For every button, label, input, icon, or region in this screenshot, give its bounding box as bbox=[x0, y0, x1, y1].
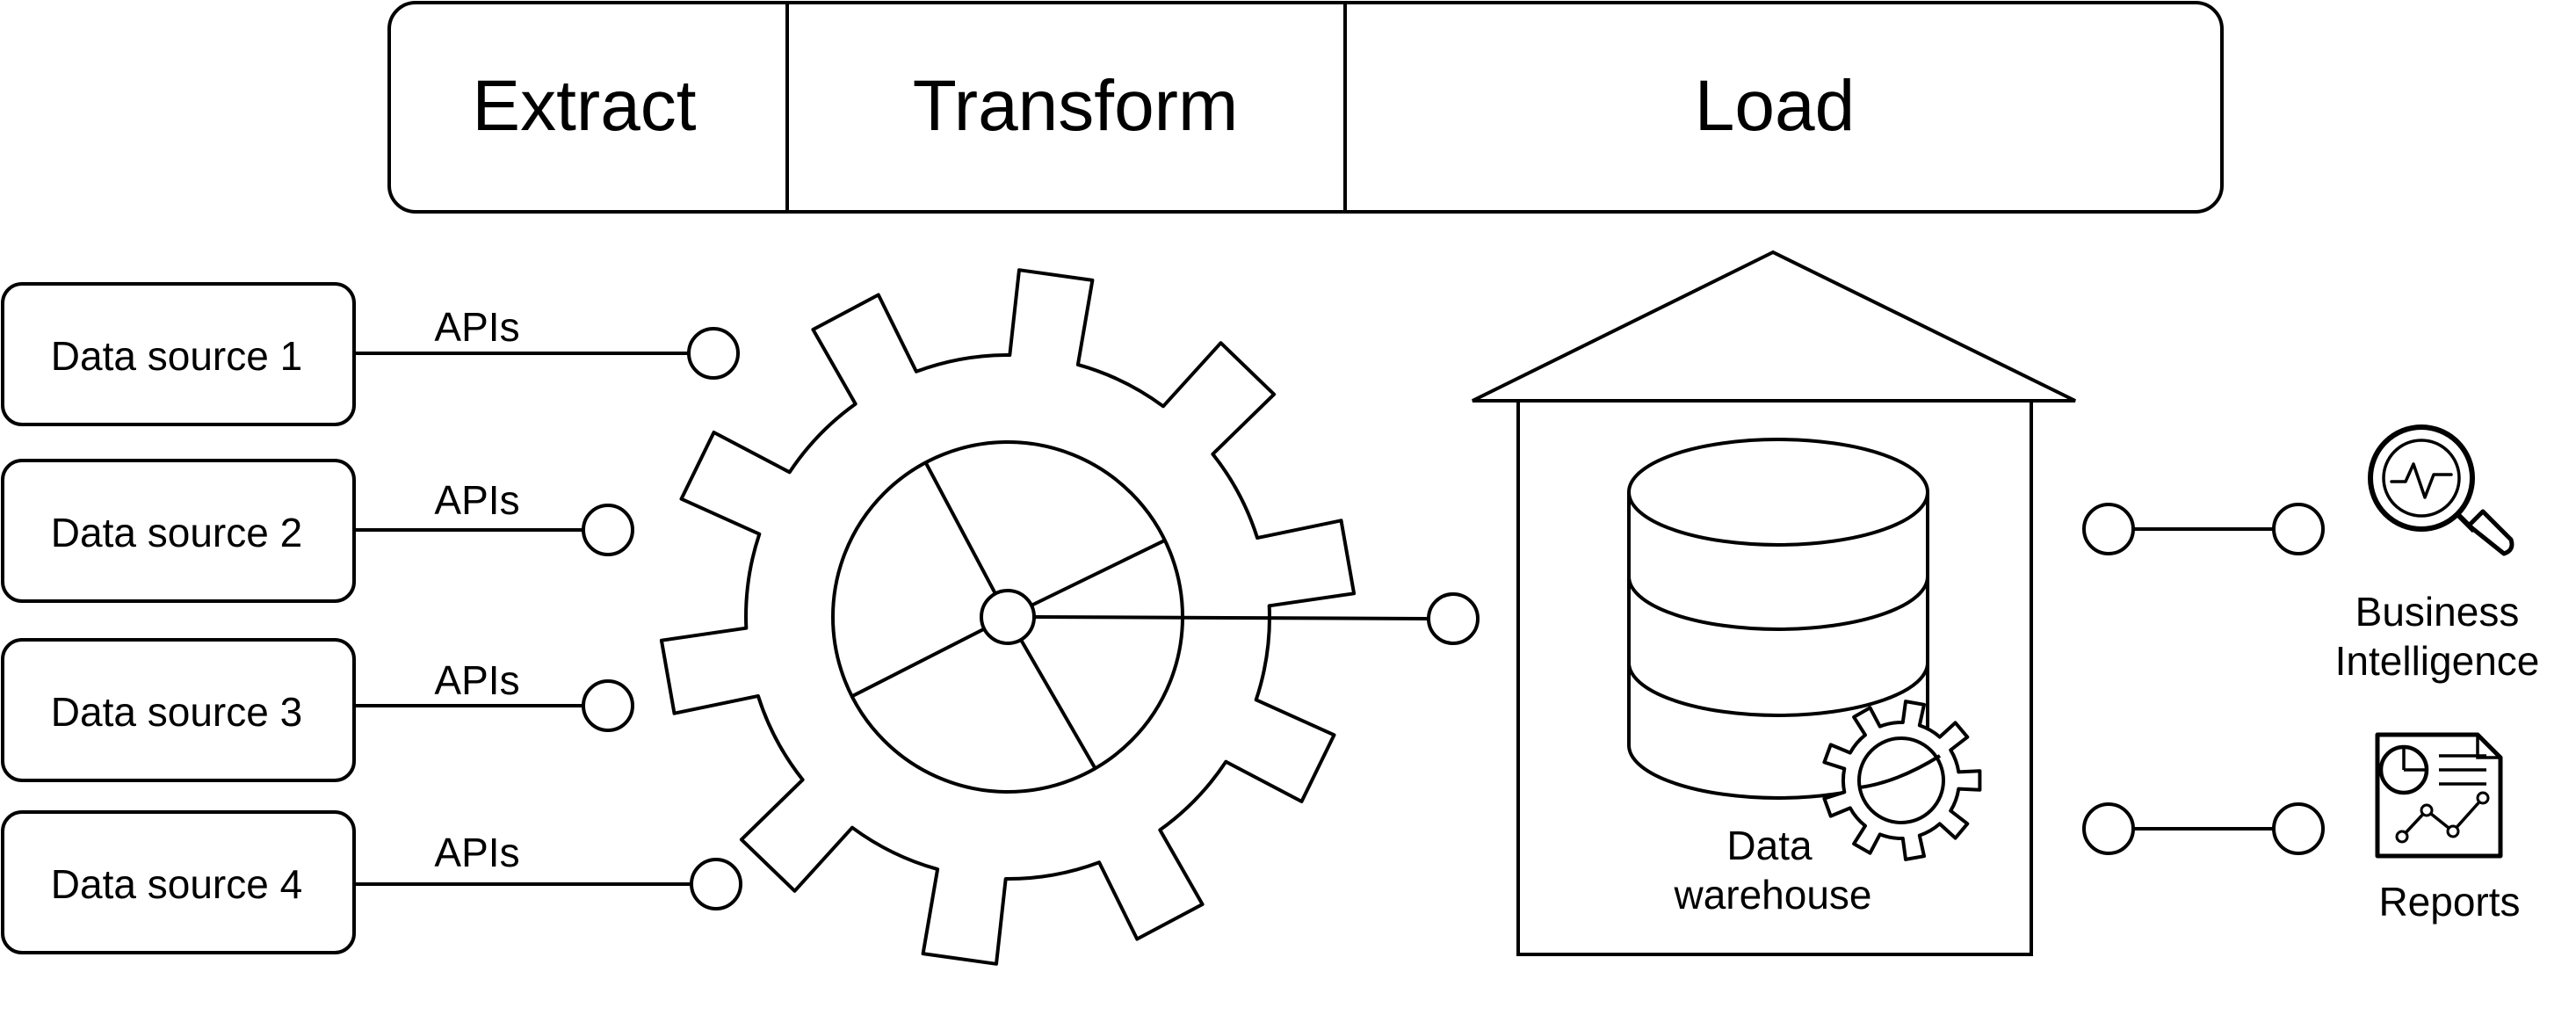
source-4: Data source 4 APIs bbox=[1, 810, 742, 954]
pie-slice bbox=[2402, 747, 2427, 772]
header-extract: Extract bbox=[472, 66, 696, 146]
warehouse-label-line1: Data bbox=[1726, 823, 1813, 868]
db-top bbox=[1627, 438, 1929, 547]
connector-node bbox=[687, 327, 740, 380]
source-label: Data source 3 bbox=[51, 689, 302, 735]
reports-label: Reports bbox=[2378, 879, 2520, 925]
trend-line bbox=[2400, 796, 2485, 838]
api-label: APIs bbox=[434, 657, 519, 703]
gear-hub bbox=[980, 589, 1036, 645]
source-1: Data source 1 APIs bbox=[1, 282, 740, 426]
handle bbox=[2466, 509, 2514, 556]
document bbox=[2375, 732, 2503, 859]
small-gear-line bbox=[1859, 754, 1942, 789]
api-label: APIs bbox=[434, 830, 519, 875]
db-band-2 bbox=[1627, 662, 1929, 717]
bi-label-line2: Intelligence bbox=[2335, 638, 2540, 684]
source-3: Data source 3 APIs bbox=[1, 638, 634, 782]
connector-node bbox=[2082, 503, 2135, 555]
small-gear-ring bbox=[1857, 736, 1945, 824]
connector-node bbox=[690, 858, 742, 910]
source-2: Data source 2 APIs bbox=[1, 459, 634, 603]
header-load: Load bbox=[1695, 66, 1855, 146]
gear-spokes bbox=[850, 461, 1166, 770]
transform-to-load-line bbox=[1033, 615, 1429, 620]
connector-node bbox=[2082, 802, 2135, 855]
trend-point bbox=[2476, 791, 2490, 805]
pulse-line bbox=[2390, 462, 2453, 499]
source-label: Data source 4 bbox=[51, 861, 302, 907]
trend-point bbox=[2395, 830, 2409, 844]
connector-node bbox=[2272, 503, 2325, 555]
source-label: Data source 1 bbox=[51, 333, 302, 379]
etl-header: Extract Transform Load bbox=[387, 1, 2224, 214]
api-label: APIs bbox=[434, 304, 519, 350]
gear-spoke bbox=[923, 461, 1009, 618]
header-transform: Transform bbox=[913, 66, 1239, 146]
report-document-icon bbox=[2375, 732, 2503, 859]
lens-outer bbox=[2368, 424, 2475, 532]
trend-point bbox=[2420, 803, 2434, 817]
page-fold bbox=[2476, 735, 2500, 759]
api-label: APIs bbox=[434, 477, 519, 523]
source-label: Data source 2 bbox=[51, 510, 302, 555]
source-box bbox=[1, 638, 356, 782]
gear-spoke bbox=[1007, 539, 1166, 619]
warehouse-body bbox=[1516, 399, 2033, 956]
magnifier-analytics-icon bbox=[2368, 424, 2514, 556]
gear-spoke bbox=[850, 615, 1009, 699]
output-bi-link bbox=[2082, 503, 2325, 555]
trend-point bbox=[2446, 824, 2460, 838]
header-frame bbox=[387, 1, 2224, 214]
small-gear-outline bbox=[1822, 700, 1982, 861]
connector-node bbox=[1427, 592, 1480, 645]
connector-node bbox=[582, 504, 634, 556]
output-reports-link bbox=[2082, 802, 2325, 855]
db-band-1 bbox=[1627, 576, 1929, 631]
connector-node bbox=[582, 679, 634, 732]
connector-node bbox=[2272, 802, 2325, 855]
bi-label-line1: Business bbox=[2355, 589, 2520, 635]
database-icon bbox=[1627, 438, 1929, 800]
warehouse-roof bbox=[1472, 250, 2076, 403]
lens-inner bbox=[2382, 439, 2461, 518]
small-gear-icon bbox=[1822, 700, 1982, 861]
gear-spoke bbox=[1006, 615, 1097, 770]
warehouse-label-line2: warehouse bbox=[1673, 872, 1871, 918]
warehouse-icon: Data warehouse bbox=[1472, 250, 2076, 956]
